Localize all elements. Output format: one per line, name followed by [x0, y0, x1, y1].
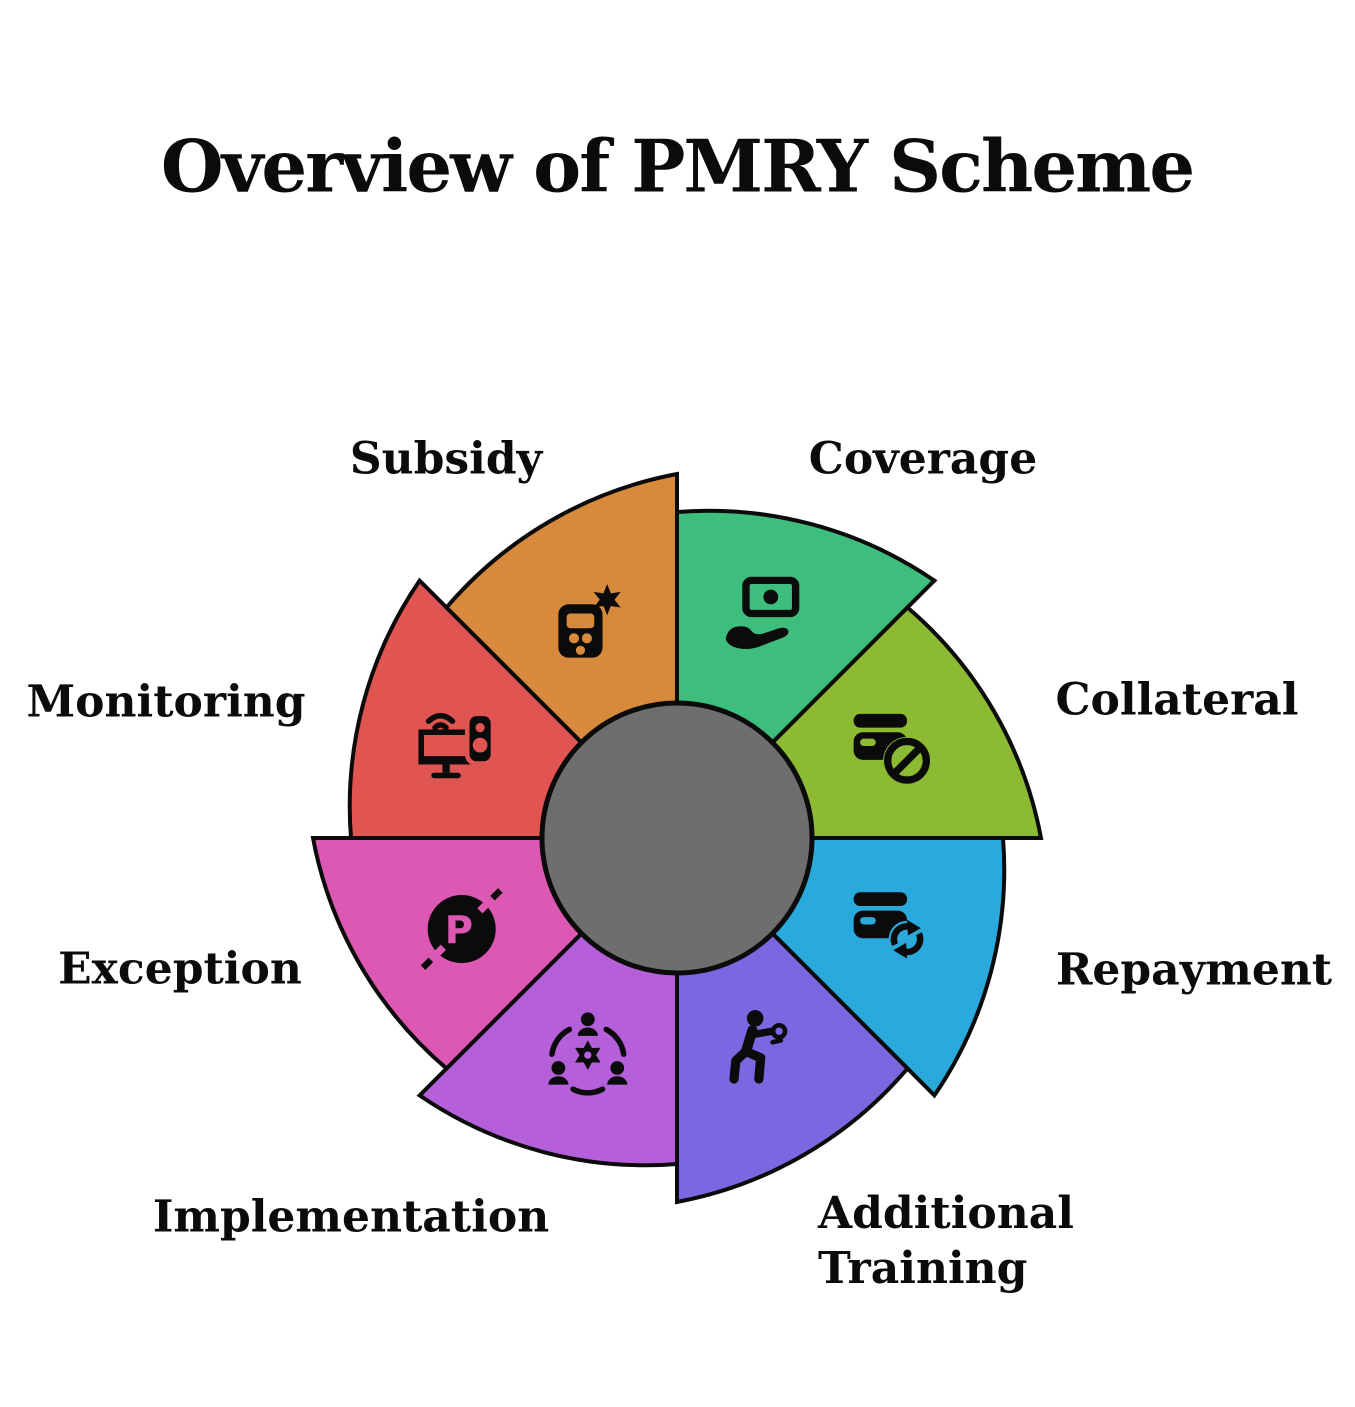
segment-label-exception: Exception — [58, 943, 302, 995]
segment-label-implementation: Implementation — [152, 1191, 550, 1243]
money-hand-icon — [725, 576, 800, 649]
card-blocked-icon — [853, 713, 931, 785]
segment-label-coverage: Coverage — [808, 433, 1038, 485]
svg-text:P: P — [445, 908, 473, 953]
segment-label-additional-training: Additional Training — [818, 1188, 1074, 1294]
segment-label-subsidy: Subsidy — [349, 433, 543, 485]
calculator-sparkle-icon — [558, 584, 621, 658]
segment-label-repayment: Repayment — [1055, 944, 1333, 996]
team-gear-icon — [548, 1012, 628, 1096]
monitor-speaker-icon — [418, 711, 496, 779]
page-title: Overview of PMRY Scheme — [160, 123, 1195, 209]
boxing-person-icon — [729, 1010, 788, 1084]
segment-label-collateral: Collateral — [1055, 674, 1299, 726]
no-parking-icon: P — [420, 888, 503, 970]
segment-label-monitoring: Monitoring — [26, 676, 306, 728]
card-refresh-icon — [853, 892, 926, 959]
center-hub — [539, 700, 815, 976]
